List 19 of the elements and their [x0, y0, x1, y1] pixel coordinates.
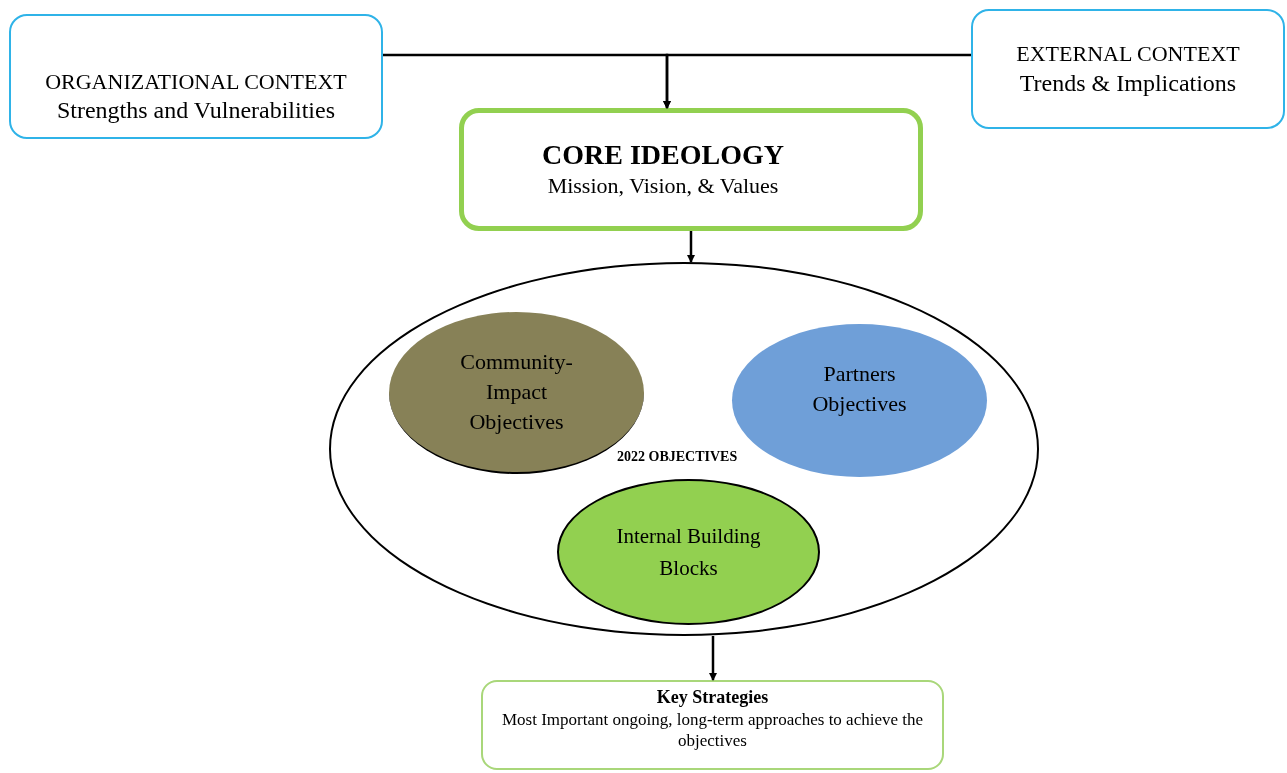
node-text: Trends & Implications	[1019, 68, 1237, 98]
context-box	[9, 14, 383, 139]
node-title: ORGANIZATIONAL CONTEXT	[45, 67, 347, 96]
node-title: Partners Objectives	[811, 359, 908, 418]
node-text: Strengths and Vulnerabilities	[56, 96, 336, 126]
arrow	[663, 53, 971, 109]
node-title: Key Strategies	[656, 686, 769, 709]
node-title: EXTERNAL CONTEXT	[1016, 40, 1240, 68]
node-text: Most Important ongoing, long-term approaches to achieve the objectives	[500, 708, 925, 751]
node-title: Community-Impact Objectives	[459, 348, 574, 436]
arrow	[687, 231, 695, 263]
core-box	[459, 108, 923, 231]
node-title: CORE IDEOLOGY	[542, 138, 784, 172]
strategy-box	[481, 680, 944, 770]
node-text: Mission, Vision, & Values	[547, 172, 779, 200]
node-title: 2022 OBJECTIVES	[617, 448, 738, 466]
node-title: Internal Building Blocks	[615, 523, 762, 582]
context-box	[971, 9, 1285, 129]
arrow	[709, 636, 717, 681]
